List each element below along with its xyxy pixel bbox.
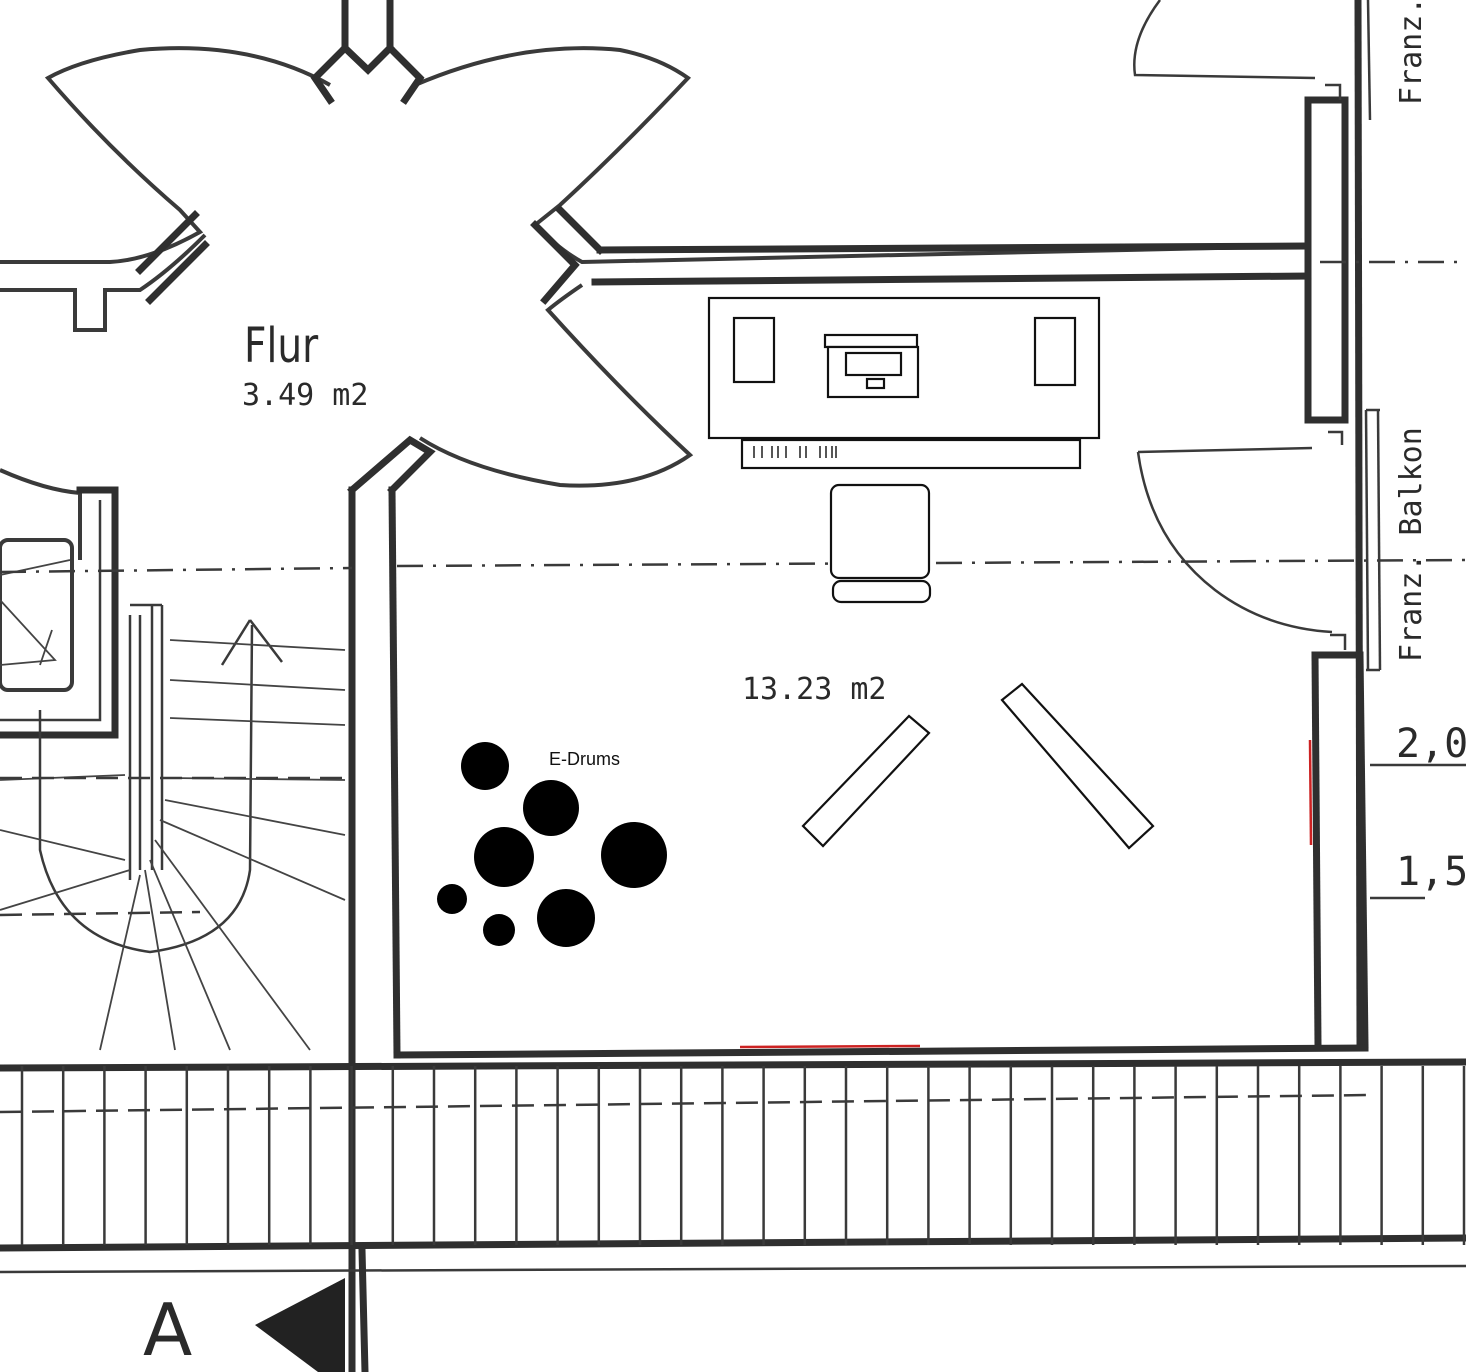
section-label: A	[143, 1288, 192, 1372]
chair	[829, 483, 932, 604]
balcony-railing	[0, 1058, 1466, 1274]
flur-walls	[0, 0, 1306, 560]
e-drums-label: E-Drums	[549, 749, 620, 769]
flur-label: Flur	[244, 318, 319, 374]
e-drums	[437, 742, 667, 947]
dimension-2-00: 2,00	[1396, 721, 1466, 767]
dimension-lines	[1370, 763, 1466, 900]
section-marker	[255, 1246, 369, 1372]
dimension-1-50: 1,50	[1396, 849, 1466, 895]
staircase	[0, 486, 346, 1051]
speaker-stands	[801, 682, 1155, 850]
red-marks	[739, 739, 1313, 1049]
desk	[707, 296, 1101, 440]
flur-area-label: 3.49 m2	[242, 378, 368, 413]
balcony-top-label: Franz.	[1394, 0, 1429, 105]
balcony-label: Franz. Balkon	[1394, 427, 1429, 662]
room-area-label: 13.23 m2	[742, 672, 887, 707]
keyboard	[740, 438, 1082, 470]
doors	[1133, 0, 1333, 634]
